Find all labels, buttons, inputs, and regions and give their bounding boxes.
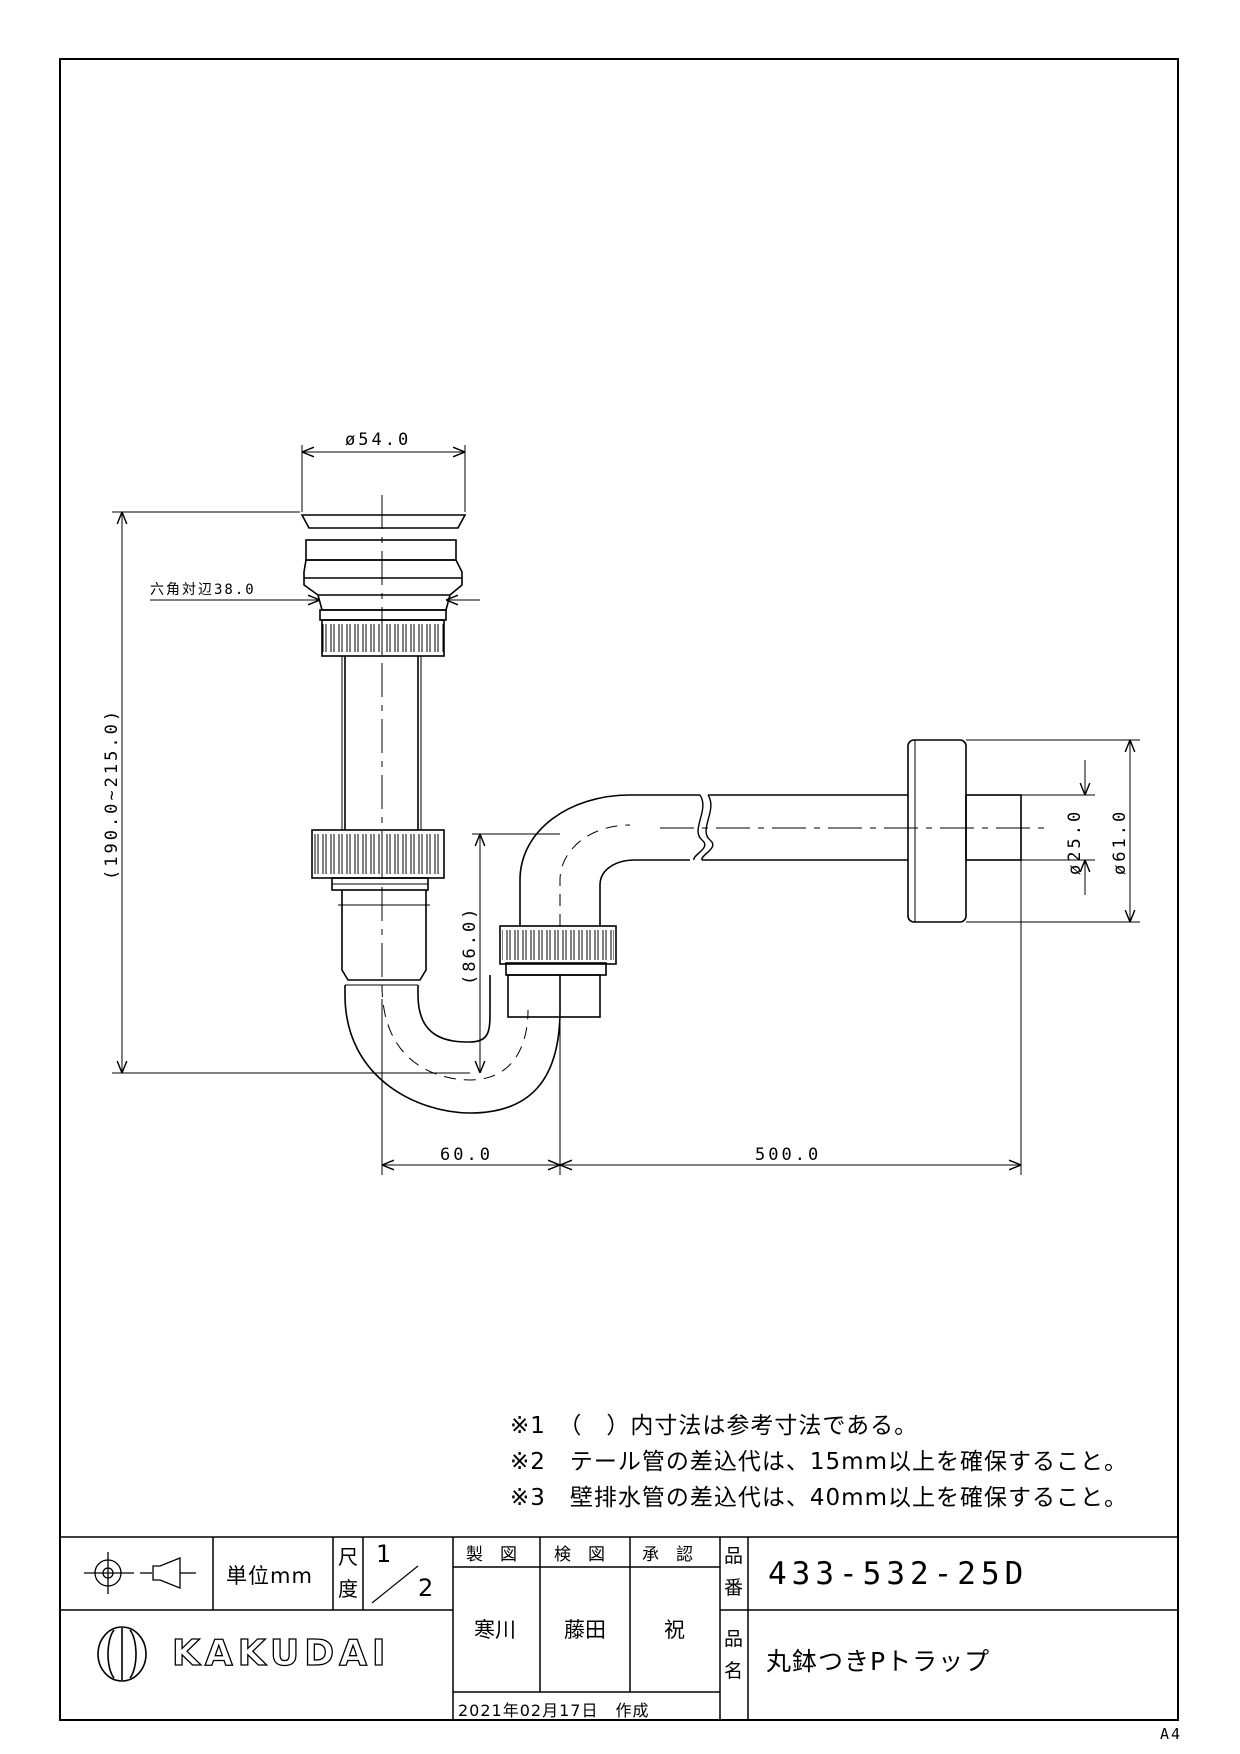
dim-top-diameter: ø54.0 bbox=[345, 430, 411, 450]
drawn-label: 製 図 bbox=[466, 1545, 517, 1565]
title-block-grid bbox=[59, 1536, 1179, 1721]
dim-pipe-diameter: ø25.0 bbox=[1065, 809, 1085, 875]
checked-label: 検 図 bbox=[554, 1545, 605, 1565]
dim-trap-height: (86.0) bbox=[460, 906, 480, 985]
dim-wall-length: 500.0 bbox=[755, 1145, 821, 1165]
part-name-label-1: 品 bbox=[724, 1628, 744, 1650]
wall-pipe-assembly bbox=[499, 739, 1022, 1018]
dim-overall-height: (190.0~215.0) bbox=[102, 708, 122, 880]
third-angle-projection-icon bbox=[84, 1552, 196, 1594]
dim-flange-diameter: ø61.0 bbox=[1110, 809, 1130, 875]
kakudai-logo-icon bbox=[97, 1626, 147, 1682]
dim-hex-width: 六角対辺38.0 bbox=[150, 582, 256, 598]
note-2: ※2 テール管の差込代は、15mm以上を確保すること。 bbox=[510, 1449, 1128, 1475]
scale-label-2: 度 bbox=[338, 1577, 358, 1601]
unit-label: 単位mm bbox=[226, 1564, 313, 1588]
u-bend bbox=[344, 975, 561, 1114]
part-name: 丸鉢つきPトラップ bbox=[766, 1647, 991, 1676]
note-3: ※3 壁排水管の差込代は、40mm以上を確保すること。 bbox=[510, 1485, 1128, 1511]
dim-offset-width: 60.0 bbox=[440, 1145, 493, 1165]
scale-denominator: 2 bbox=[418, 1574, 434, 1602]
scale-numerator: 1 bbox=[376, 1540, 392, 1568]
approved-by: 祝 bbox=[664, 1618, 685, 1642]
part-number: 433-532-25D bbox=[768, 1556, 1029, 1592]
center-lines bbox=[381, 495, 1050, 1000]
drawing-date: 2021年02月17日 作成 bbox=[458, 1701, 650, 1720]
note-1: ※1 （ ）内寸法は参考寸法である。 bbox=[510, 1413, 919, 1439]
scale-label-1: 尺 bbox=[338, 1545, 358, 1569]
part-no-label-1: 品 bbox=[724, 1545, 744, 1567]
checked-by: 藤田 bbox=[564, 1618, 606, 1642]
part-no-label-2: 番 bbox=[724, 1577, 744, 1599]
brand-name: KAKUDAI bbox=[171, 1632, 391, 1674]
drain-assembly bbox=[300, 514, 467, 981]
sheet-size: A4 bbox=[1160, 1725, 1183, 1743]
drawn-by: 寒川 bbox=[474, 1618, 516, 1642]
part-name-label-2: 名 bbox=[724, 1660, 744, 1682]
approved-label: 承 認 bbox=[642, 1545, 693, 1565]
dimension-lines bbox=[112, 445, 1140, 1175]
